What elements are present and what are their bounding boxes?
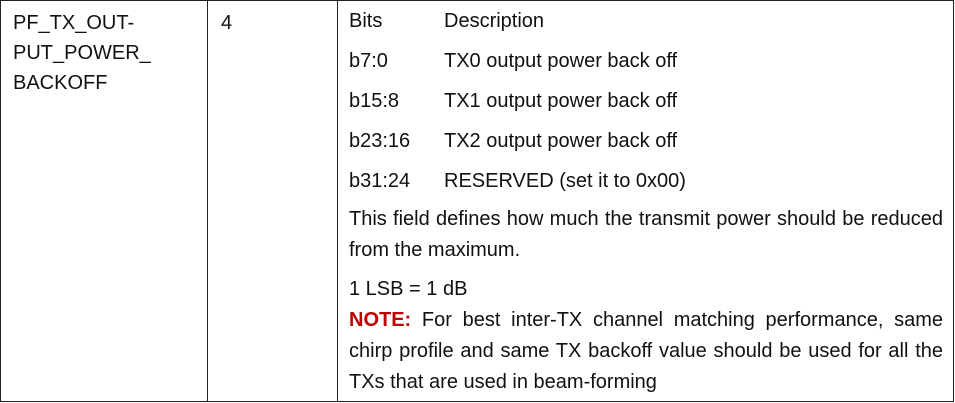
bits-range: b23:16 <box>349 130 411 152</box>
lsb-definition: 1 LSB = 1 dB <box>349 278 468 300</box>
bits-header-row: Bits Description <box>349 8 943 48</box>
field-size-cell: 4 <box>207 0 338 402</box>
bits-range: b31:24 <box>349 170 411 192</box>
bits-range: b7:0 <box>349 50 388 72</box>
field-name-line: PUT_POWER_ <box>13 42 151 64</box>
bits-row: b23:16 TX2 output power back off <box>349 128 943 168</box>
bits-row: b7:0 TX0 output power back off <box>349 48 943 88</box>
field-size: 4 <box>221 12 233 34</box>
bits-description: TX1 output power back off <box>444 90 678 112</box>
bits-description: TX0 output power back off <box>444 50 678 72</box>
note-label: NOTE: <box>349 309 412 331</box>
field-name-line: BACKOFF <box>13 72 108 94</box>
field-name-line: PF_TX_OUT- <box>13 12 135 34</box>
bits-description: TX2 output power back off <box>444 130 678 152</box>
note-text: For best inter-TX channel matching perfo… <box>349 309 943 393</box>
bits-row: b15:8 TX1 output power back off <box>349 88 943 128</box>
bits-row: b31:24 RESERVED (set it to 0x00) <box>349 168 943 208</box>
description-header: Description <box>444 10 545 32</box>
note-paragraph: NOTE: For best inter-TX channel matching… <box>349 305 943 398</box>
bits-range: b15:8 <box>349 90 400 112</box>
field-explanation: This field defines how much the transmit… <box>349 208 943 261</box>
field-description-cell: Bits Description b7:0 TX0 output power b… <box>337 0 954 402</box>
bits-header: Bits <box>349 10 383 32</box>
field-name-cell: PF_TX_OUT- PUT_POWER_ BACKOFF <box>0 0 208 402</box>
bits-description: RESERVED (set it to 0x00) <box>444 170 686 192</box>
